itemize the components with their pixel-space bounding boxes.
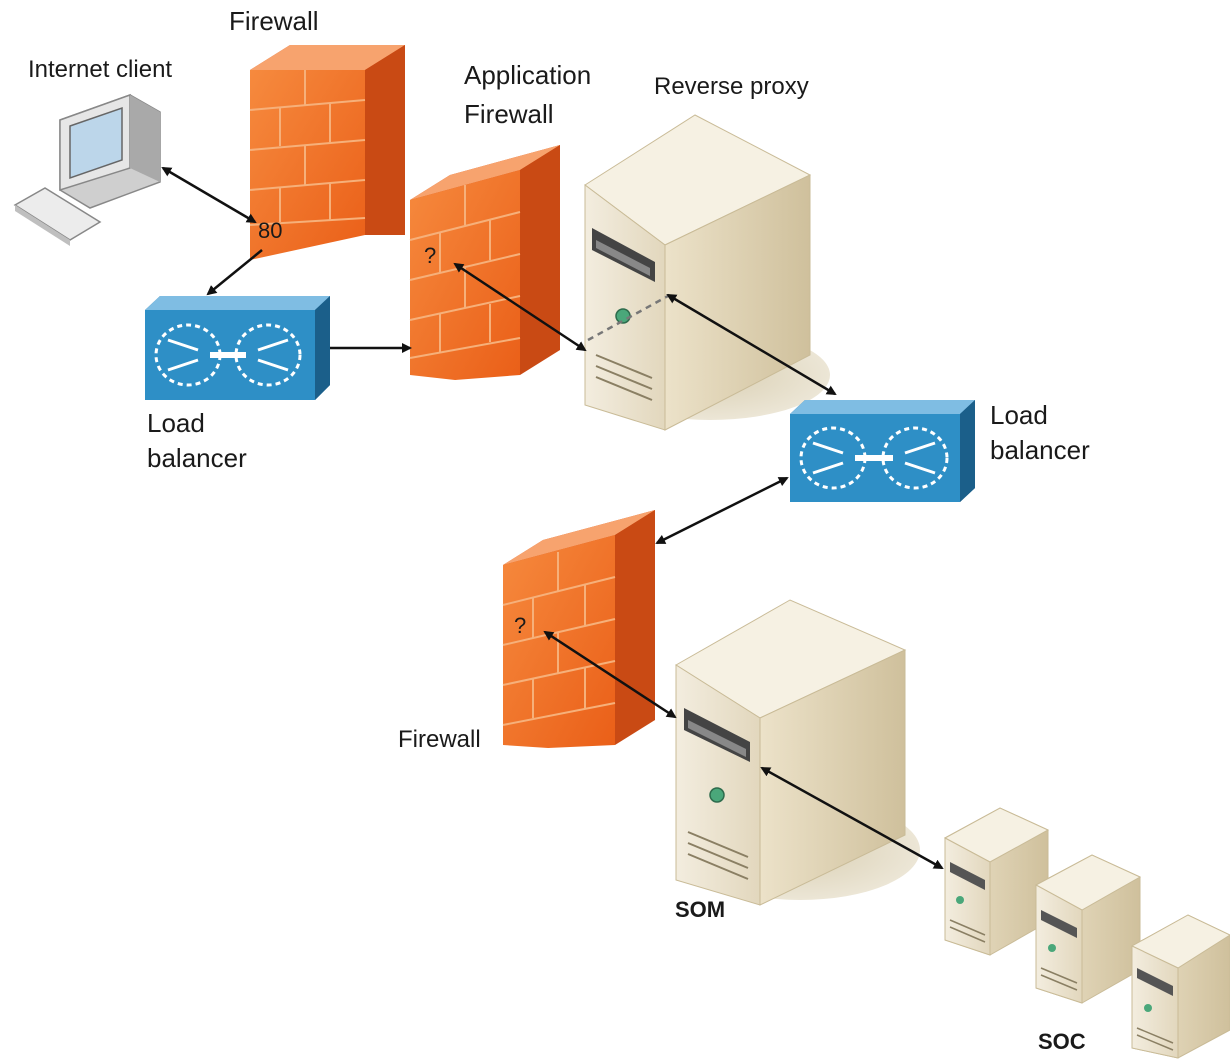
application-firewall-label-line1: Application [464, 60, 592, 90]
arrow-proxy-loadbalancer [666, 293, 837, 396]
som-label: SOM [675, 897, 726, 922]
arrow-som-soc [760, 766, 944, 870]
load-balancer-left-label-line2: balancer [147, 443, 247, 473]
firewall-bottom-port-label: ? [514, 613, 527, 638]
firewall-top-icon [249, 45, 405, 260]
internet-client-computer-icon [13, 93, 161, 246]
application-firewall-label-line2: Firewall [464, 99, 554, 129]
arrow-proxy-internal [587, 294, 669, 342]
reverse-proxy-server-icon [584, 114, 830, 431]
arrow-firewall-loadbalancer [206, 249, 263, 296]
firewall-top-port-label: 80 [258, 218, 283, 243]
load-balancer-right-label-line2: balancer [990, 435, 1090, 465]
soc-server-1-icon [943, 807, 1050, 956]
arrow-appfirewall-proxy [453, 262, 587, 352]
load-balancer-right-label-line1: Load [990, 400, 1048, 430]
som-server-icon [675, 599, 920, 906]
connectors [161, 166, 944, 870]
soc-label: SOC [1038, 1029, 1086, 1054]
load-balancer-right-icon [790, 400, 975, 502]
load-balancer-left-label-line1: Load [147, 408, 205, 438]
firewall-bottom-label: Firewall [398, 726, 481, 753]
arrow-loadbalancer-firewall [655, 476, 789, 545]
firewall-top-label: Firewall [229, 6, 319, 36]
soc-server-3-icon [1130, 914, 1230, 1059]
internet-client-label: Internet client [28, 56, 173, 83]
arrow-client-firewall [161, 166, 257, 224]
soc-server-2-icon [1034, 854, 1142, 1004]
arrow-firewall-som [543, 630, 677, 719]
reverse-proxy-label: Reverse proxy [654, 73, 809, 100]
app-firewall-port-label: ? [424, 243, 437, 268]
load-balancer-left-icon [145, 296, 330, 400]
